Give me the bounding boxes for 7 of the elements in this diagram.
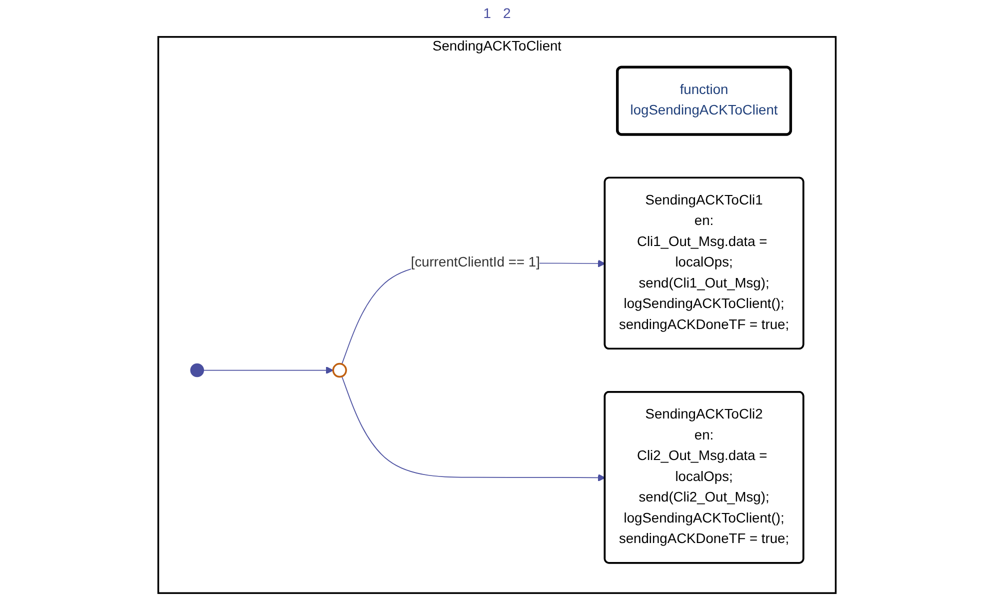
edge-label: [currentClientId == 1]	[410, 255, 540, 270]
node-circle	[190, 363, 204, 378]
node-circle	[332, 362, 347, 378]
priority-number: 2	[503, 5, 511, 21]
arrow	[341, 376, 606, 482]
priority-number: 1	[483, 5, 491, 21]
arrow	[203, 366, 334, 374]
